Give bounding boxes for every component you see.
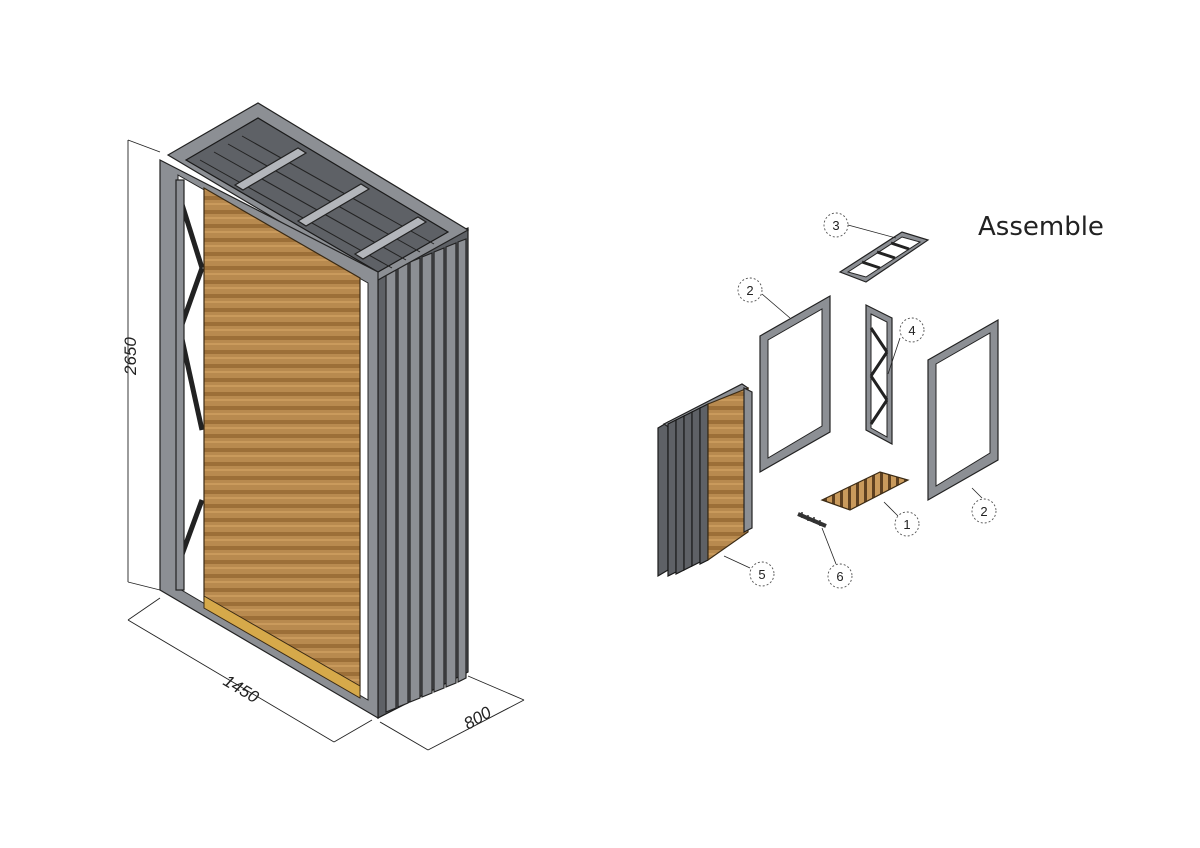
callout-2-right: 2 bbox=[971, 487, 997, 524]
callout-5: 5 bbox=[723, 555, 775, 587]
callout-2-left: 2 bbox=[737, 277, 791, 319]
callout-3-label: 3 bbox=[832, 218, 839, 233]
part-truss-column bbox=[865, 304, 893, 446]
callout-1: 1 bbox=[883, 501, 920, 537]
callout-1-label: 1 bbox=[903, 517, 910, 532]
callout-6: 6 bbox=[821, 527, 853, 589]
dimension-height: 2650 bbox=[121, 139, 161, 591]
wood-panel bbox=[203, 186, 361, 699]
assembled-rack: 2650 1450 800 bbox=[121, 102, 525, 751]
callout-4-label: 4 bbox=[908, 323, 915, 338]
part-top-frame bbox=[838, 231, 930, 283]
callout-2-right-label: 2 bbox=[980, 504, 987, 519]
part-side-frame-left bbox=[759, 294, 831, 474]
side-panel-stack bbox=[377, 227, 469, 719]
callout-4: 4 bbox=[887, 317, 925, 375]
assemble-title: Assemble bbox=[978, 212, 1104, 242]
callout-5-label: 5 bbox=[758, 567, 765, 582]
callout-2-left-label: 2 bbox=[746, 283, 753, 298]
part-wood-slats bbox=[820, 471, 910, 511]
callout-3: 3 bbox=[823, 212, 897, 239]
top-frame bbox=[166, 102, 470, 281]
width-label: 1450 bbox=[220, 671, 263, 707]
callout-6-label: 6 bbox=[836, 569, 843, 584]
exploded-view: Assemble bbox=[657, 212, 1104, 589]
part-hook-rail bbox=[797, 512, 827, 528]
part-side-frame-right bbox=[927, 318, 999, 502]
height-label: 2650 bbox=[121, 337, 140, 376]
depth-label: 800 bbox=[461, 703, 496, 734]
side-panel-slats bbox=[385, 238, 467, 713]
part-panel-stack bbox=[657, 383, 753, 578]
